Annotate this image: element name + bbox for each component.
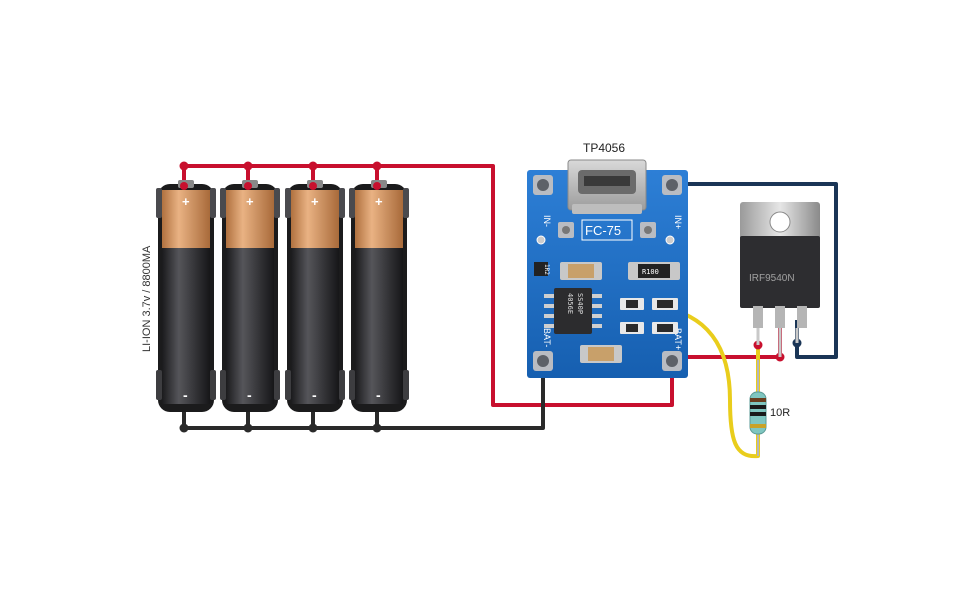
mosfet-irf9540n: IRF9540N (740, 202, 820, 357)
battery-pack-label: LI-ION 3.7v / 8800MA (141, 245, 153, 352)
battery-plus-label: + (375, 194, 383, 209)
pin-bat-plus-label: BAT+ (673, 328, 683, 350)
battery-cell-4: + - (349, 180, 409, 412)
smd-resistor-r100: R100 (628, 262, 680, 280)
pin-in-plus-label: IN+ (673, 215, 683, 229)
battery-plus-label: + (246, 194, 254, 209)
capacitor-top (560, 262, 602, 280)
battery-plus-label: + (182, 194, 190, 209)
battery-pack: + - + - + - (156, 180, 409, 412)
pin-in-minus-label: IN- (542, 215, 552, 227)
battery-minus-label: - (247, 387, 252, 403)
battery-minus-label: - (312, 387, 317, 403)
capacitor-bottom (580, 345, 622, 363)
mosfet-label: IRF9540N (749, 273, 795, 284)
ic-label-1: 4056E (566, 293, 574, 314)
wire-junctions-black (179, 423, 382, 433)
pad-bat-plus (662, 351, 682, 371)
ic-chip: 4056E SS40P (544, 288, 602, 334)
battery-cell-3: + - (285, 180, 345, 412)
smd-r1-label: 1R2 (543, 264, 550, 275)
module-title: TP4056 (583, 141, 625, 155)
pad-bat-minus (533, 351, 553, 371)
smd-resistor-1r2: 1R2 (534, 262, 550, 276)
micro-usb-connector (567, 159, 647, 214)
resistor-label: 10R (770, 407, 790, 419)
battery-minus-label: - (183, 387, 188, 403)
battery-cell-2: + - (220, 180, 280, 412)
battery-plus-label: + (311, 194, 319, 209)
smd-r2-label: R100 (642, 268, 659, 276)
pad-in-minus (533, 175, 553, 195)
resistor-10r (749, 360, 767, 456)
battery-minus-label: - (376, 387, 381, 403)
ic-label-2: SS40P (576, 293, 584, 314)
wire-black-battery-minus-bus (184, 366, 545, 430)
battery-cell-1: + - (156, 180, 216, 412)
pin-bat-minus-label: BAT- (542, 328, 552, 347)
wire-junctions (179, 161, 785, 362)
tp4056-board: IN- IN+ BAT- BAT+ FC-75 1R2 R (527, 159, 688, 378)
board-label: FC-75 (585, 223, 621, 238)
pad-in-plus (662, 175, 682, 195)
